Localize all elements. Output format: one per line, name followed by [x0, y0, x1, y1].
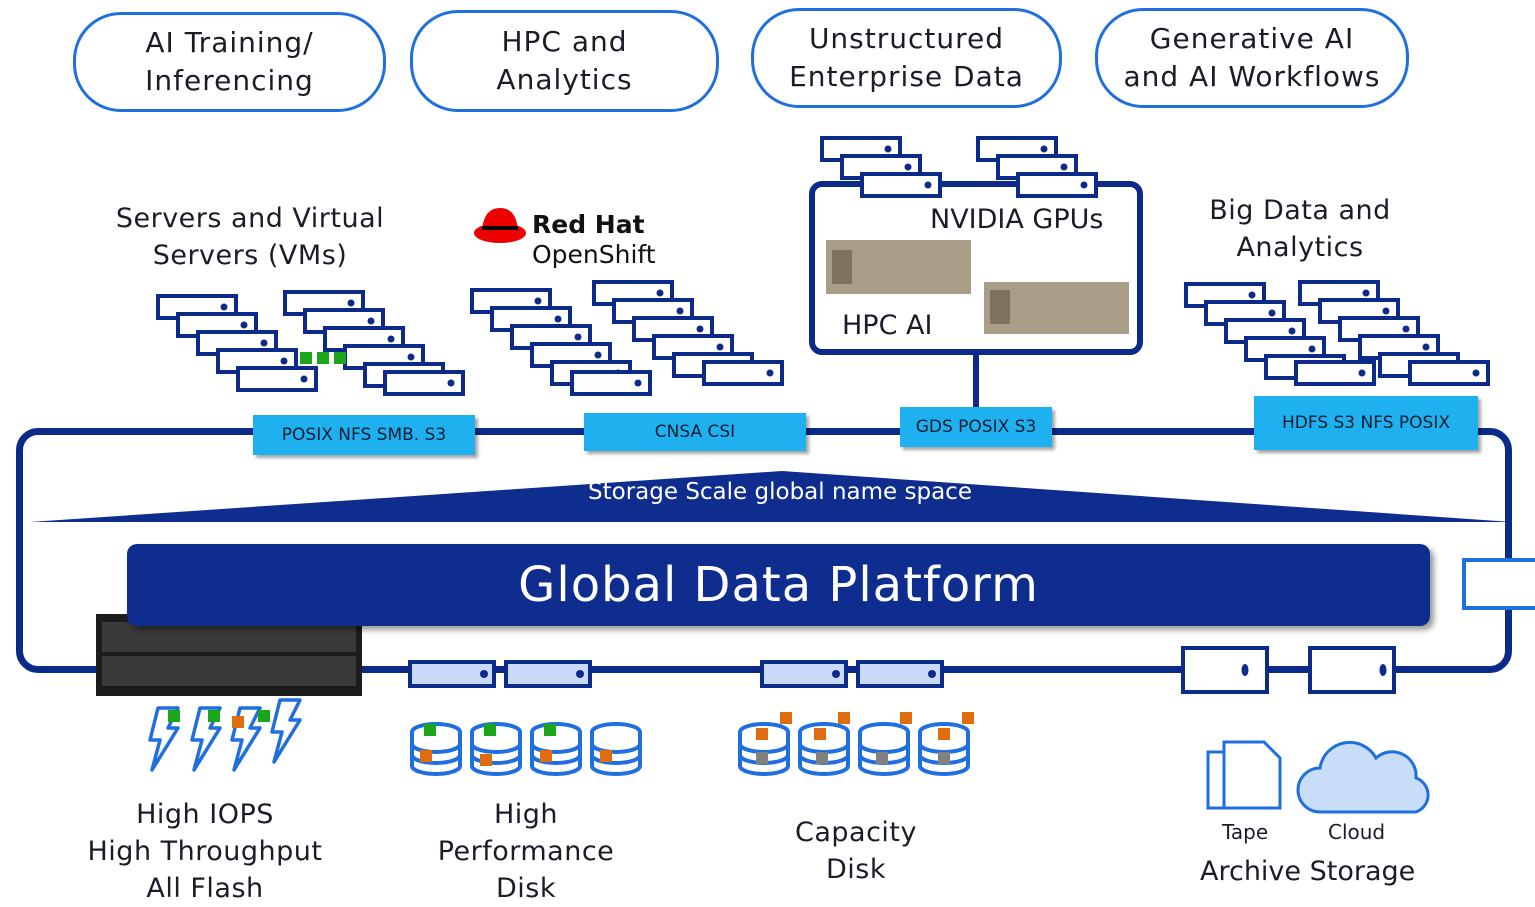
- disk-server-icons: [408, 660, 944, 688]
- openshift-server-icons: [470, 280, 784, 396]
- cloud-icon: [1296, 740, 1430, 814]
- flash-tier-label: High IOPS High Throughput All Flash: [87, 799, 323, 904]
- use-case-unstructured-data: Unstructured Enterprise Data: [751, 8, 1062, 108]
- use-case-generative-ai: Generative AI and AI Workflows: [1095, 8, 1409, 108]
- use-case-unstructured-label: Unstructured Enterprise Data: [789, 22, 1024, 93]
- global-data-platform-bar: Global Data Platform: [127, 544, 1430, 626]
- use-case-hpc-label: HPC and Analytics: [496, 25, 633, 96]
- redhat-hat-icon: [474, 208, 526, 243]
- servers-vm-icons: [156, 290, 465, 396]
- nvidia-gpus-label: NVIDIA GPUs: [930, 204, 1104, 235]
- protocol-box-openshift: CNSA CSI: [584, 413, 806, 451]
- protocol-box-gpu: GDS POSIX S3: [900, 407, 1052, 447]
- capacity-disk-icons: [738, 712, 974, 776]
- tape-icon: [1206, 740, 1282, 810]
- protocol-box-bigdata: HDFS S3 NFS POSIX: [1254, 396, 1478, 450]
- capacity-disk-label: Capacity Disk: [795, 817, 917, 885]
- use-case-ai-training: AI Training/ Inferencing: [73, 12, 386, 112]
- use-case-hpc-analytics: HPC and Analytics: [410, 10, 719, 112]
- protocol-box-servers: POSIX NFS SMB. S3: [253, 415, 475, 455]
- global-data-platform-title: Global Data Platform: [518, 557, 1039, 613]
- bigdata-label: Big Data and Analytics: [1209, 195, 1391, 263]
- performance-disk-label: High Performance Disk: [437, 799, 615, 904]
- redhat-label: Red Hat: [532, 210, 645, 239]
- use-case-ai-training-label: AI Training/ Inferencing: [145, 26, 314, 97]
- archive-storage-label: Archive Storage: [1200, 856, 1416, 887]
- archive-server-icons: [1181, 558, 1535, 694]
- tape-label: Tape: [1222, 820, 1269, 844]
- hpc-ai-label: HPC AI: [842, 310, 933, 341]
- flash-bolt-icons: [148, 698, 302, 772]
- use-case-generative-ai-label: Generative AI and AI Workflows: [1123, 22, 1381, 93]
- flash-array-icon: [96, 614, 362, 696]
- high-performance-disk-icons: [410, 722, 642, 776]
- global-namespace-label: Storage Scale global name space: [588, 479, 972, 505]
- openshift-label: OpenShift: [532, 240, 656, 269]
- bigdata-server-icons: [1184, 280, 1490, 386]
- cloud-label: Cloud: [1328, 820, 1386, 844]
- servers-vm-label: Servers and Virtual Servers (VMs): [115, 203, 385, 271]
- namespace-triangle: [30, 471, 1512, 522]
